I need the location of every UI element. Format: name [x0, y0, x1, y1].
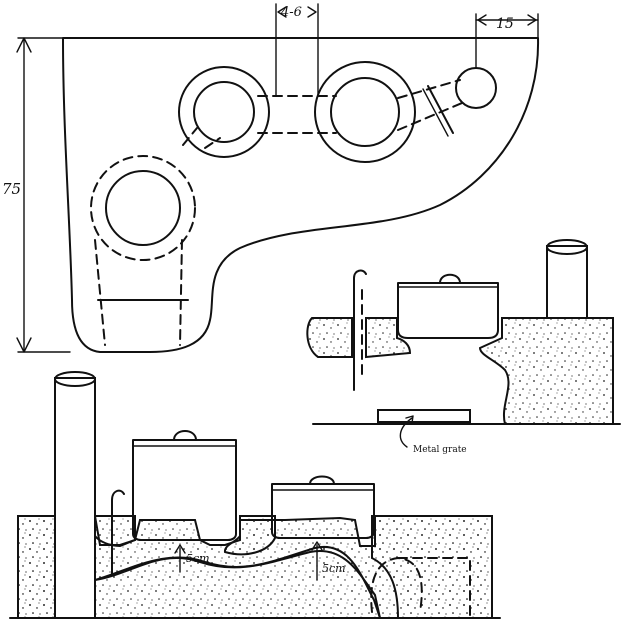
offset-arrow-left — [477, 14, 487, 26]
offset-arrow-right — [527, 14, 537, 26]
right-metal-grate — [377, 409, 471, 423]
bottom-pot-small — [271, 483, 375, 539]
bottom-chimney — [54, 377, 96, 619]
plan-chimney — [455, 67, 497, 109]
right-chimney — [546, 245, 588, 319]
grate-label: Metal grate — [413, 445, 467, 455]
spacing-label: 4-6 — [280, 5, 302, 20]
plan-pot-a-outer — [90, 155, 196, 261]
offset-label: 15 — [496, 16, 514, 32]
plan-stove-outline — [62, 37, 540, 353]
right-middle-block — [365, 317, 412, 359]
gap-left-label: 5cm — [186, 552, 210, 565]
plan-pot-a-inner — [105, 170, 181, 246]
right-pot-lid-knob — [439, 273, 461, 284]
right-poker — [353, 269, 367, 391]
bottom-poker — [111, 489, 125, 576]
right-pot — [397, 282, 499, 339]
bottom-pot-large-knob — [173, 430, 197, 441]
bottom-flue-arch-outer — [397, 557, 471, 619]
bottom-pot-small-knob — [309, 475, 335, 485]
grate-pointer — [399, 417, 413, 448]
spacing-arrow-right — [307, 6, 317, 18]
right-section-view: Metal grate — [306, 239, 621, 455]
right-left-block — [306, 317, 353, 358]
plan-view: 75 4-6 1 — [2, 3, 540, 353]
bottom-pot-large — [132, 439, 237, 541]
spacing-arrow-left — [277, 6, 287, 18]
bottom-section-view: 5cm 5cm — [9, 371, 501, 619]
plan-pot-c-outer — [314, 61, 416, 163]
right-main-body — [478, 317, 614, 425]
gap-right-label: 5cm — [322, 562, 346, 575]
height-label: 75 — [2, 180, 21, 198]
plan-pot-b-outer — [178, 66, 270, 158]
plan-pot-b-inner — [193, 81, 255, 143]
plan-damper — [427, 85, 454, 134]
plan-pot-c-inner — [330, 77, 400, 147]
